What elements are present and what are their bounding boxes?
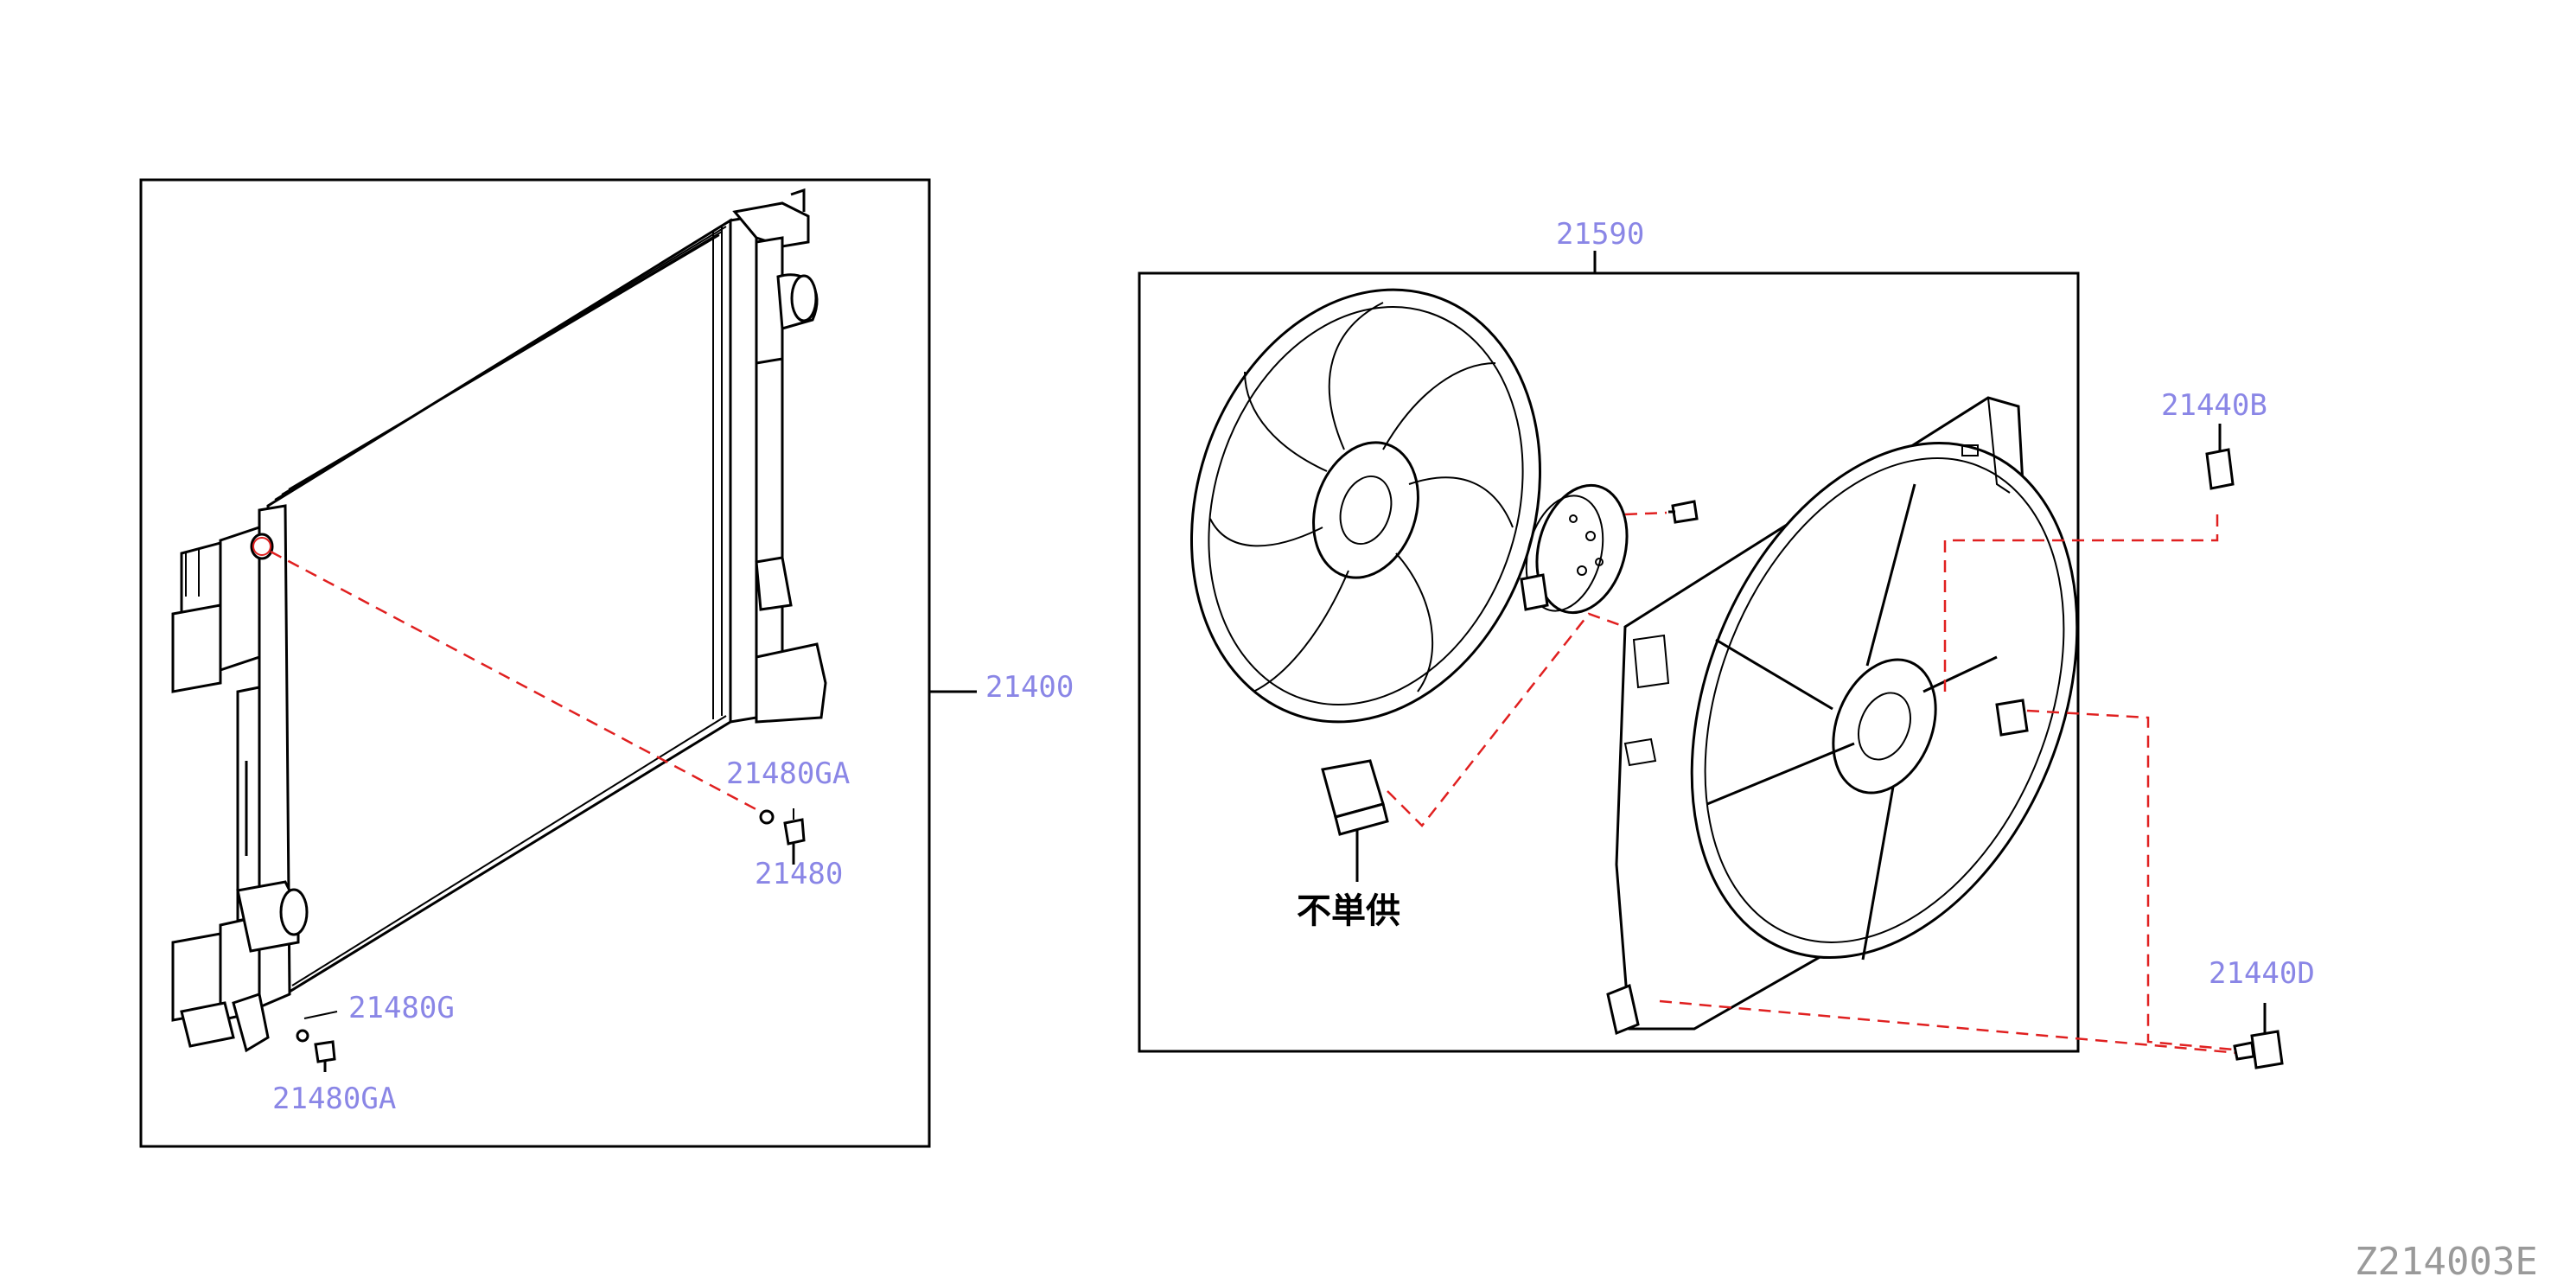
fan-motor [1520, 483, 1629, 615]
drain-plug-seal-top-part-number: 21480GA [726, 756, 850, 791]
motor-bolt [1668, 500, 1699, 524]
radiator-right-tank [729, 188, 827, 724]
drain-plug-seal-bottom-g-part-number: 21480G [348, 991, 455, 1025]
fan-shroud [1606, 396, 2079, 1036]
radiator-core [266, 218, 732, 997]
leader-drain-dash [270, 550, 763, 814]
bolt-leader-dash-lower [1659, 999, 2240, 1055]
fan-assembly-part-number: 21590 [1556, 217, 1644, 252]
radiator-left-tank [171, 504, 309, 1053]
radiator-part-number: 21400 [985, 670, 1074, 705]
clip-b-part-number: 21440B [2161, 388, 2267, 423]
not-sold-separately-note: 不単供 [1297, 891, 1400, 931]
fan-connector [1321, 759, 1389, 882]
drain-plug-seal-bottom-ga-part-number: 21480GA [272, 1082, 396, 1116]
drain-plug-bottom [296, 1029, 336, 1072]
drawing-number: Z214003E [2355, 1240, 2538, 1283]
bolt-d-group: 21440D [2209, 956, 2315, 1069]
drain-plug-top [759, 809, 806, 865]
bolt-leader-dash-upper [2026, 709, 2244, 1052]
fan-assembly-frame [1138, 271, 2080, 1053]
radiator-group: 21400 21480GA 21480 21480G 21480GA [139, 178, 1074, 1148]
radiator-frame [139, 178, 931, 1148]
drain-plug-top-part-number: 21480 [755, 857, 843, 891]
bolt-d-part-number: 21440D [2209, 956, 2315, 991]
fan-assembly-group: 21590 [1138, 217, 2244, 1055]
clip-leader-dash [1943, 514, 2219, 692]
connector-leader-dash [1387, 612, 1626, 827]
fan-blade [1189, 288, 1542, 724]
clip-b-group: 21440B [2161, 388, 2267, 490]
